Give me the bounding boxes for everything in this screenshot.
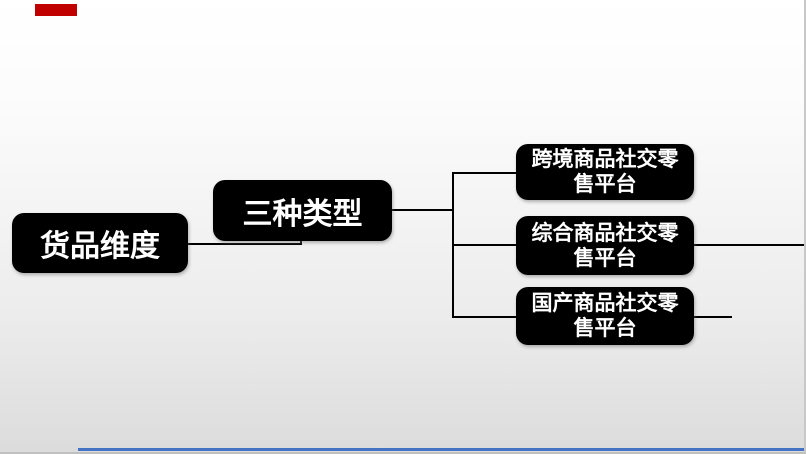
- connector-branch-leaf-1: [452, 172, 516, 174]
- node-leaf-domestic: 国产商品社交零售平台: [516, 287, 694, 345]
- node-branch-label: 三种类型: [242, 197, 363, 231]
- node-leaf-label: 国产商品社交零售平台: [531, 292, 679, 340]
- node-root: 货品维度: [12, 213, 188, 273]
- node-leaf-label: 跨境商品社交零售平台: [531, 148, 679, 196]
- bottom-accent-line: [78, 448, 804, 451]
- node-root-label: 货品维度: [40, 230, 160, 263]
- node-leaf-comprehensive: 综合商品社交零售平台: [516, 216, 694, 275]
- connector-leaf-3-right: [694, 316, 732, 318]
- node-leaf-cross-border: 跨境商品社交零售平台: [516, 144, 694, 200]
- connector-root-elbow: [300, 241, 302, 245]
- connector-branch-to-trunk: [391, 209, 454, 211]
- red-accent-tag: [35, 4, 77, 16]
- connector-branch-leaf-3: [452, 316, 516, 318]
- connector-leaf-2-right: [694, 244, 804, 246]
- connector-branch-leaf-2: [452, 244, 516, 246]
- node-leaf-label: 综合商品社交零售平台: [531, 221, 679, 270]
- connector-root-horizontal: [188, 243, 302, 245]
- node-branch: 三种类型: [213, 180, 392, 241]
